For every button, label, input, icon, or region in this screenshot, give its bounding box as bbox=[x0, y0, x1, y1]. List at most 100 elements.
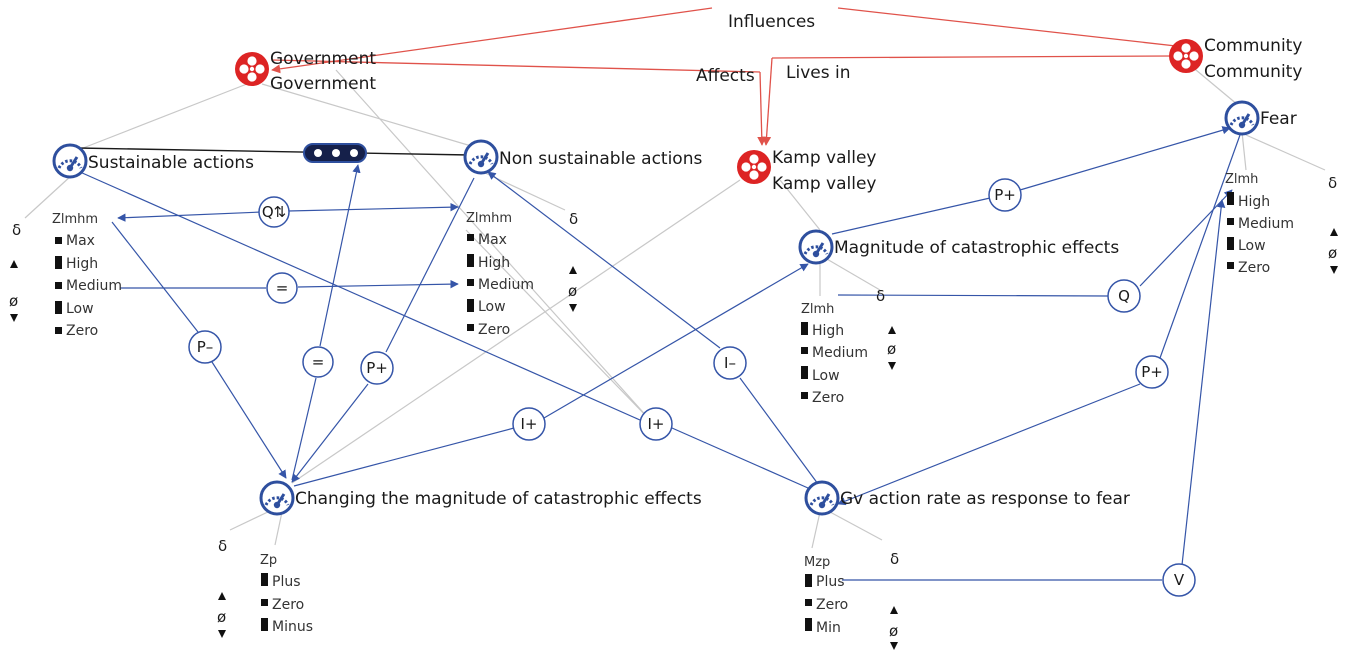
value-label: Low bbox=[66, 301, 94, 317]
value-label: Zero bbox=[478, 322, 510, 338]
dependency-label: P+ bbox=[366, 359, 388, 377]
entity-type: Kamp valley bbox=[772, 174, 876, 194]
dependency-p-plus-nsa[interactable]: P+ bbox=[360, 351, 394, 385]
value-list: Max High Medium Low Zero bbox=[55, 233, 122, 339]
dependency-equality-derivative[interactable]: = bbox=[302, 346, 334, 378]
quantity-name: Magnitude of catastrophic effects bbox=[834, 238, 1119, 258]
entity-community[interactable]: Community Community bbox=[1169, 36, 1302, 82]
quantity-sustainable-actions[interactable]: Sustainable actions Zlmhm Max High Mediu… bbox=[9, 143, 254, 339]
derivative-space: δ ø bbox=[217, 537, 227, 638]
value-label: Medium bbox=[66, 278, 122, 294]
value-label: Min bbox=[816, 620, 841, 636]
value-label: Max bbox=[478, 232, 507, 248]
value-label: High bbox=[812, 323, 844, 339]
value-label: High bbox=[1238, 194, 1270, 210]
dependency-label: P– bbox=[197, 338, 214, 356]
quantity-space-name: Zlmh bbox=[801, 302, 834, 317]
entity-type: Community bbox=[1204, 62, 1302, 82]
delta-symbol: δ bbox=[218, 537, 227, 555]
quantity-space-name: Zp bbox=[260, 553, 277, 568]
entity-relations bbox=[271, 7, 1177, 146]
entity-reel-icon bbox=[235, 52, 269, 86]
dependency-label: Q bbox=[1118, 287, 1130, 305]
entity-name: Government bbox=[270, 49, 376, 69]
structural-lines bbox=[24, 64, 1326, 549]
dependency-i-plus-sa[interactable]: I+ bbox=[639, 407, 673, 441]
quantity-gauge-icon bbox=[804, 480, 840, 516]
value-label: Plus bbox=[816, 574, 845, 590]
dependency-q[interactable]: Q bbox=[1107, 279, 1141, 313]
dependency-label: V bbox=[1174, 571, 1185, 589]
quantity-gauge-icon bbox=[798, 229, 834, 265]
entity-reel-icon bbox=[737, 150, 771, 184]
quantity-name: Gv action rate as response to fear bbox=[840, 489, 1130, 509]
value-label: High bbox=[66, 256, 98, 272]
quantity-gauge-icon bbox=[52, 143, 88, 179]
dependency-label: Q⇅ bbox=[262, 203, 286, 221]
quantity-space-name: Mzp bbox=[804, 555, 830, 570]
delta-symbol: δ bbox=[876, 287, 885, 305]
entity-type: Government bbox=[270, 74, 376, 94]
entity-name: Community bbox=[1204, 36, 1302, 56]
value-label: Medium bbox=[478, 277, 534, 293]
entity-government[interactable]: Government Government bbox=[235, 49, 376, 94]
value-label: Low bbox=[1238, 238, 1266, 254]
dependency-p-plus-fear[interactable]: P+ bbox=[1135, 355, 1169, 389]
correspondence-dots-icon bbox=[303, 143, 367, 163]
dependency-label: I+ bbox=[521, 415, 538, 433]
dependency-label: = bbox=[312, 353, 325, 371]
dependency-equality-values[interactable]: = bbox=[266, 272, 298, 304]
zero-derivative-symbol: ø bbox=[9, 292, 18, 310]
value-label: Low bbox=[478, 299, 506, 315]
derivative-space: δ ø bbox=[889, 550, 899, 650]
value-label: Plus bbox=[272, 574, 301, 590]
quantity-changing-magnitude[interactable]: Changing the magnitude of catastrophic e… bbox=[217, 480, 702, 638]
dependency-i-minus[interactable]: I– bbox=[713, 346, 747, 380]
value-label: High bbox=[478, 255, 510, 271]
dependency-label: P+ bbox=[994, 186, 1016, 204]
value-label: Max bbox=[66, 233, 95, 249]
dependency-lines bbox=[77, 126, 1241, 581]
quantity-magnitude-of-catastrophic-effects[interactable]: Magnitude of catastrophic effects Zlmh H… bbox=[798, 229, 1119, 406]
derivative-space: δ ø bbox=[876, 287, 896, 370]
quantity-space-name: Zlmhm bbox=[466, 211, 512, 226]
quantity-non-sustainable-actions[interactable]: Non sustainable actions Zlmhm Max High M… bbox=[463, 139, 702, 338]
zero-derivative-symbol: ø bbox=[217, 608, 226, 626]
quantity-space-name: Zlmhm bbox=[52, 212, 98, 227]
relation-influences: Influences bbox=[728, 12, 815, 32]
dependency-p-minus[interactable]: P– bbox=[188, 330, 222, 364]
quantity-gauge-icon bbox=[259, 480, 295, 516]
dependency-v[interactable]: V bbox=[1162, 563, 1196, 597]
dependency-qcorr[interactable]: Q⇅ bbox=[258, 196, 290, 228]
entity-reel-icon bbox=[1169, 39, 1203, 73]
quantity-fear[interactable]: Fear Zlmh High Medium Low Zero δ ø bbox=[1224, 100, 1338, 276]
value-label: Minus bbox=[272, 619, 313, 635]
value-list: High Medium Low Zero bbox=[801, 322, 868, 406]
value-label: Zero bbox=[812, 390, 844, 406]
zero-derivative-symbol: ø bbox=[568, 282, 577, 300]
dependency-label: I+ bbox=[648, 415, 665, 433]
entity-kamp-valley[interactable]: Kamp valley Kamp valley bbox=[737, 148, 876, 194]
derivative-space: δ ø bbox=[1328, 174, 1338, 274]
quantity-space-name: Zlmh bbox=[1225, 172, 1258, 187]
value-list: Plus Zero Minus bbox=[261, 573, 313, 635]
quantity-name: Changing the magnitude of catastrophic e… bbox=[295, 489, 702, 509]
value-label: Medium bbox=[1238, 216, 1294, 232]
value-list: High Medium Low Zero bbox=[1227, 192, 1294, 276]
value-label: Zero bbox=[272, 597, 304, 613]
delta-symbol: δ bbox=[1328, 174, 1337, 192]
quantity-name: Fear bbox=[1260, 109, 1297, 129]
value-label: Low bbox=[812, 368, 840, 384]
value-label: Zero bbox=[816, 597, 848, 613]
delta-symbol: δ bbox=[569, 210, 578, 228]
quantity-name: Sustainable actions bbox=[88, 153, 254, 173]
zero-derivative-symbol: ø bbox=[1328, 244, 1337, 262]
quantity-gv-action-rate[interactable]: Gv action rate as response to fear Mzp P… bbox=[804, 480, 1130, 650]
dependency-p-plus-mce[interactable]: P+ bbox=[988, 178, 1022, 212]
delta-symbol: δ bbox=[890, 550, 899, 568]
dependency-label: P+ bbox=[1141, 363, 1163, 381]
dependency-label: I– bbox=[724, 354, 736, 372]
dependency-i-plus-cmce[interactable]: I+ bbox=[512, 407, 546, 441]
value-label: Medium bbox=[812, 345, 868, 361]
